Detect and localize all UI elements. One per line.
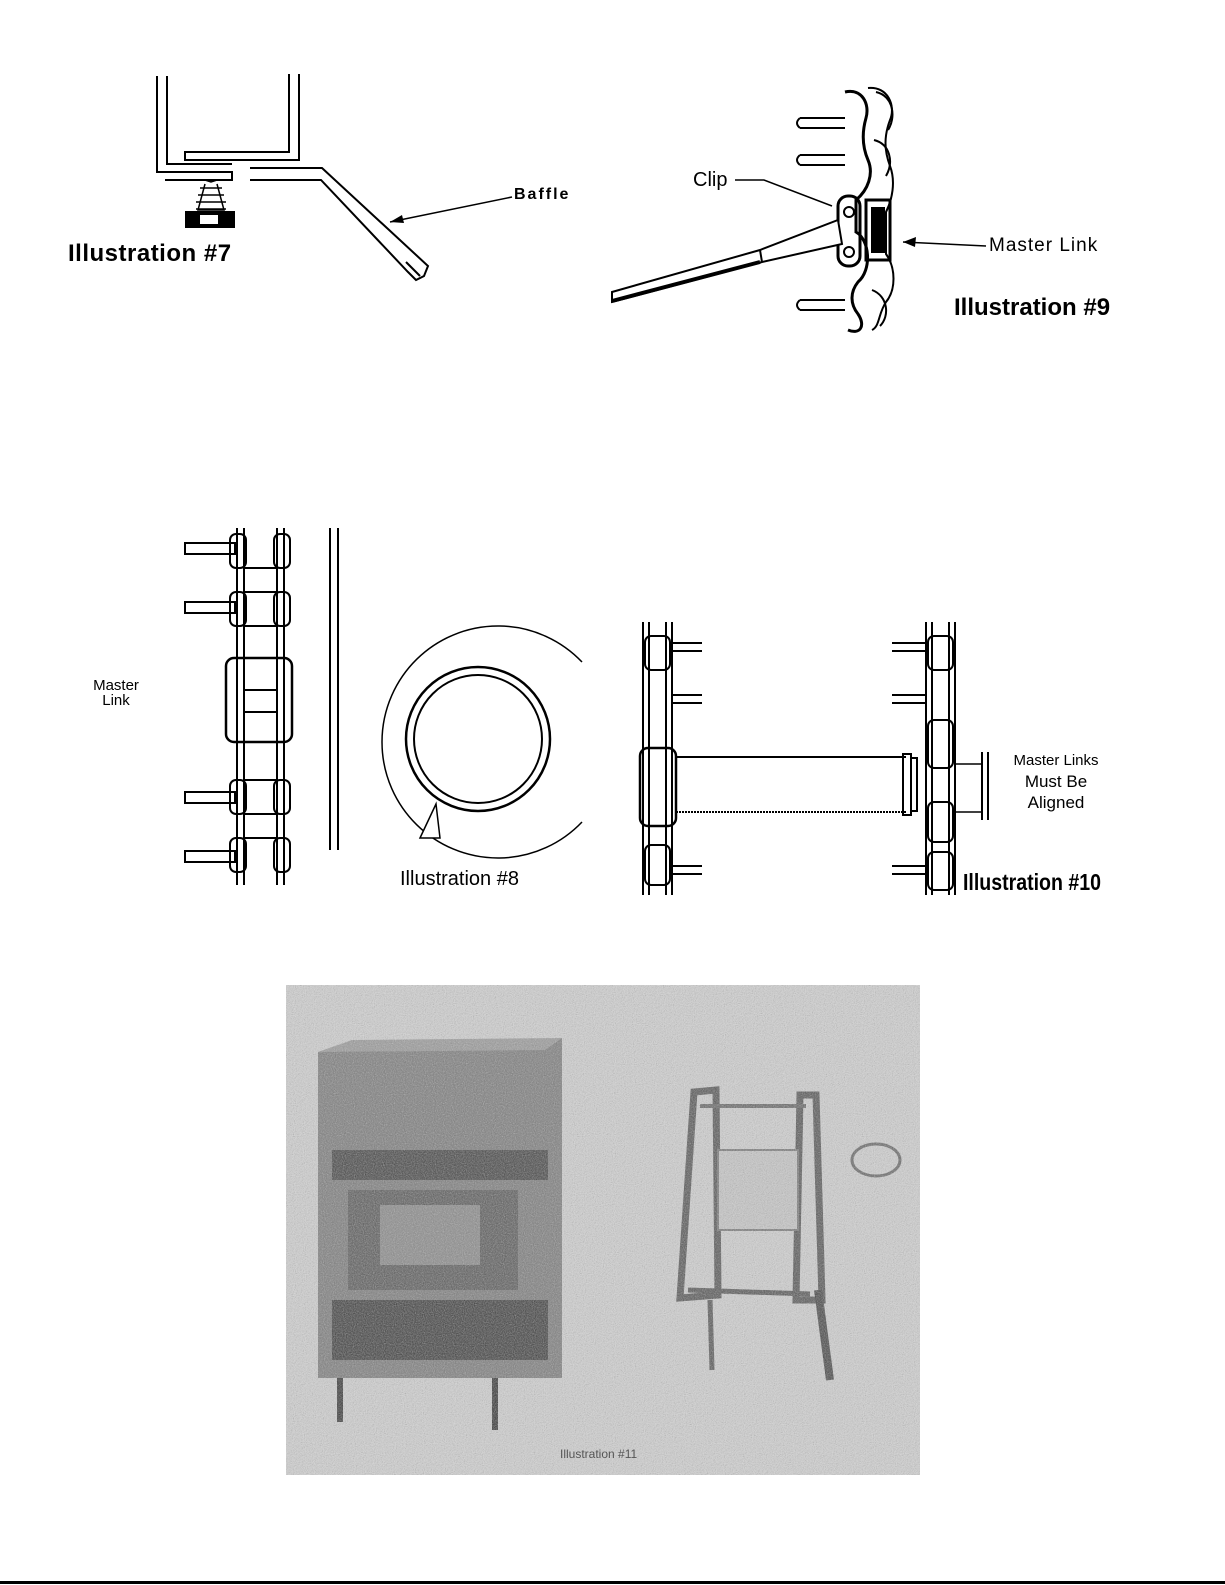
alignment-note-line3: Aligned: [1002, 792, 1110, 813]
illustration-11-caption: Illustration #11: [560, 1448, 637, 1460]
clip-label: Clip: [693, 170, 727, 190]
illustration-7-caption: Illustration #7: [68, 242, 232, 266]
illustration-10-caption: Illustration #10: [963, 871, 1101, 894]
master-link-label: Master Link: [989, 236, 1098, 255]
master-link-label-side: Master Link: [86, 678, 146, 708]
illustration-8-drawing: [185, 528, 582, 885]
bottom-rule: [0, 1581, 1225, 1584]
illustration-8-caption: Illustration #8: [400, 869, 519, 889]
illustration-9-caption: Illustration #9: [954, 296, 1110, 320]
alignment-note: Master Links Must Be Aligned: [1002, 752, 1110, 813]
alignment-note-line2: Must Be: [1002, 771, 1110, 792]
illustration-11-photo: [286, 985, 920, 1475]
baffle-label: Baffle: [514, 187, 570, 203]
illustration-10-drawing: [640, 622, 988, 895]
illustration-9-drawing: [612, 88, 986, 332]
master-link-label-line2: Link: [86, 693, 146, 708]
alignment-note-line1: Master Links: [1002, 752, 1110, 771]
master-link-label-line1: Master: [86, 678, 146, 693]
